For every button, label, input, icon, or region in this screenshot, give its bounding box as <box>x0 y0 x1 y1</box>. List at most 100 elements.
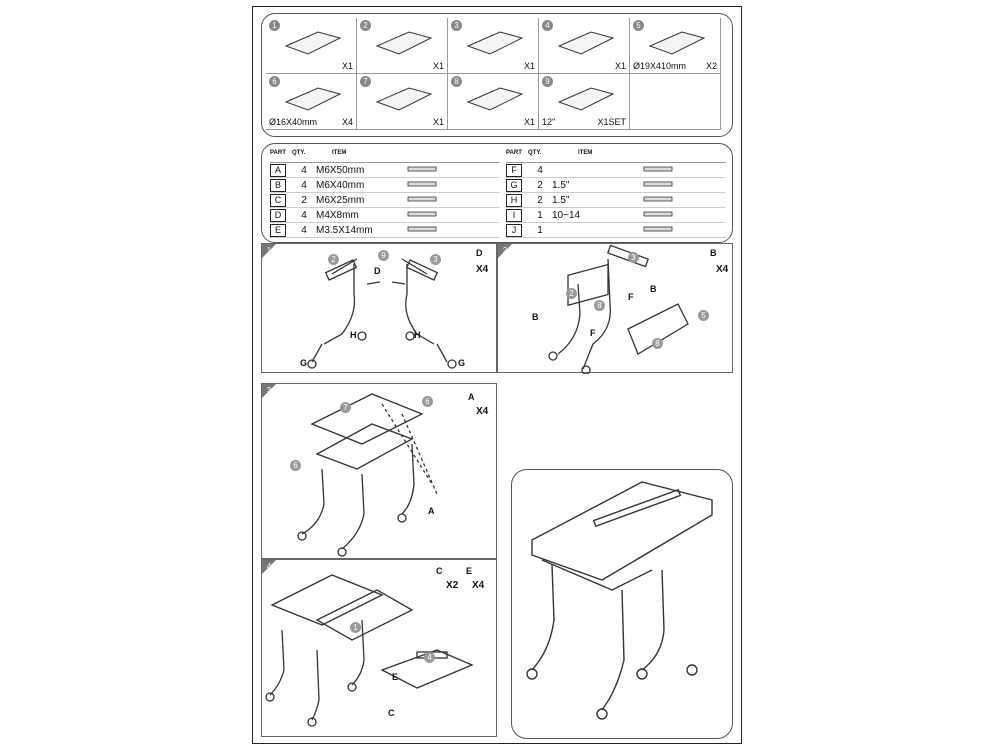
step-4-drawing <box>265 574 474 727</box>
part-letter: F <box>506 163 522 177</box>
label-c: C <box>388 708 395 718</box>
col-qty: QTY. <box>292 150 306 156</box>
label-e2: E <box>466 566 473 576</box>
part-item: M6X50mm <box>316 164 365 176</box>
callout-6: 6 <box>422 396 433 407</box>
part-number: 5 <box>633 20 644 31</box>
part-dimension: 12" <box>542 117 556 127</box>
part-qty: X2 <box>705 61 717 71</box>
part-letter: J <box>506 223 522 237</box>
part-qty: 4 <box>301 224 307 236</box>
step-4-panel: 4 E C 1 4 C X2 E X4 <box>261 559 497 737</box>
hardware-icon <box>642 224 682 236</box>
part-qty: X4 <box>341 117 353 127</box>
part-item: M3.5X14mm <box>316 224 373 236</box>
label-g2: G <box>458 358 466 368</box>
hardware-icon <box>642 164 682 176</box>
part-qty: 4 <box>301 209 307 221</box>
part-qty: 2 <box>537 194 543 206</box>
callout-8b: 8 <box>652 338 663 349</box>
step-1-drawing <box>307 258 457 369</box>
qty-x4: X4 <box>476 406 489 417</box>
step-3-panel: 3 A 7 6 6 A X4 <box>261 383 497 559</box>
part-letter: E <box>270 223 286 237</box>
hardware-row: E 4 M3.5X14mm <box>270 223 500 238</box>
qty-x2: X2 <box>446 580 459 591</box>
callout-4: 4 <box>424 652 435 663</box>
hardware-icon <box>642 179 682 191</box>
callout-6b: 6 <box>290 460 301 471</box>
hardware-row: G 2 1.5" <box>506 178 726 193</box>
hardware-icon <box>642 209 682 221</box>
hardware-icon <box>642 194 682 206</box>
part-illustration <box>375 31 433 55</box>
callout-2: 2 <box>566 288 577 299</box>
label-a: A <box>428 506 435 516</box>
col-item: ITEM <box>578 150 593 156</box>
part-qty: 2 <box>301 194 307 206</box>
col-qty: QTY. <box>528 150 542 156</box>
part-letter: G <box>506 178 522 192</box>
part-letter: B <box>270 178 286 192</box>
part-letter: I <box>506 208 522 222</box>
part-qty: X1 <box>341 61 353 71</box>
part-item: 1.5" <box>552 179 570 191</box>
step-1-panel: 1 D H H G G 9 2 3 D X4 <box>261 243 497 373</box>
part-item: M6X40mm <box>316 179 365 191</box>
label-g1: G <box>300 358 308 368</box>
label-f2: F <box>590 328 596 338</box>
step-2-drawing <box>548 244 689 374</box>
callout-3: 3 <box>628 252 639 263</box>
label-h1: H <box>350 330 357 340</box>
part-qty: 4 <box>301 164 307 176</box>
part-number: 4 <box>542 20 553 31</box>
empty-cell <box>630 74 721 130</box>
callout-8: 8 <box>594 300 605 311</box>
final-desk-drawing <box>526 481 713 720</box>
hardware-icon <box>406 209 446 221</box>
part-qty: X1 <box>614 61 626 71</box>
part-qty: 1 <box>537 224 543 236</box>
label-d2: D <box>476 248 483 258</box>
part-illustration <box>284 31 342 55</box>
label-h2: H <box>414 330 421 340</box>
label-c2: C <box>436 566 443 576</box>
hardware-icon <box>406 194 446 206</box>
callout-1: 1 <box>350 622 361 633</box>
label-b3: B <box>710 248 717 258</box>
part-dimension: Ø16X40mm <box>269 117 318 127</box>
part-number: 3 <box>451 20 462 31</box>
step-2-panel: 2 B B F F 2 3 8 8 5 B X4 <box>497 243 733 374</box>
part-qty: X1 <box>523 117 535 127</box>
final-assembly-panel <box>511 469 733 739</box>
label-e: E <box>392 672 399 682</box>
part-letter: D <box>270 208 286 222</box>
callout-2: 2 <box>328 254 339 265</box>
part-number: 6 <box>269 76 280 87</box>
part-qty: 1 <box>537 209 543 221</box>
part-qty: 2 <box>537 179 543 191</box>
part-illustration <box>466 87 524 111</box>
label-b: B <box>532 312 539 322</box>
part-number: 7 <box>360 76 371 87</box>
part-number: 1 <box>269 20 280 31</box>
part-qty: X1 <box>523 61 535 71</box>
hardware-icon <box>406 179 446 191</box>
part-illustration <box>375 87 433 111</box>
